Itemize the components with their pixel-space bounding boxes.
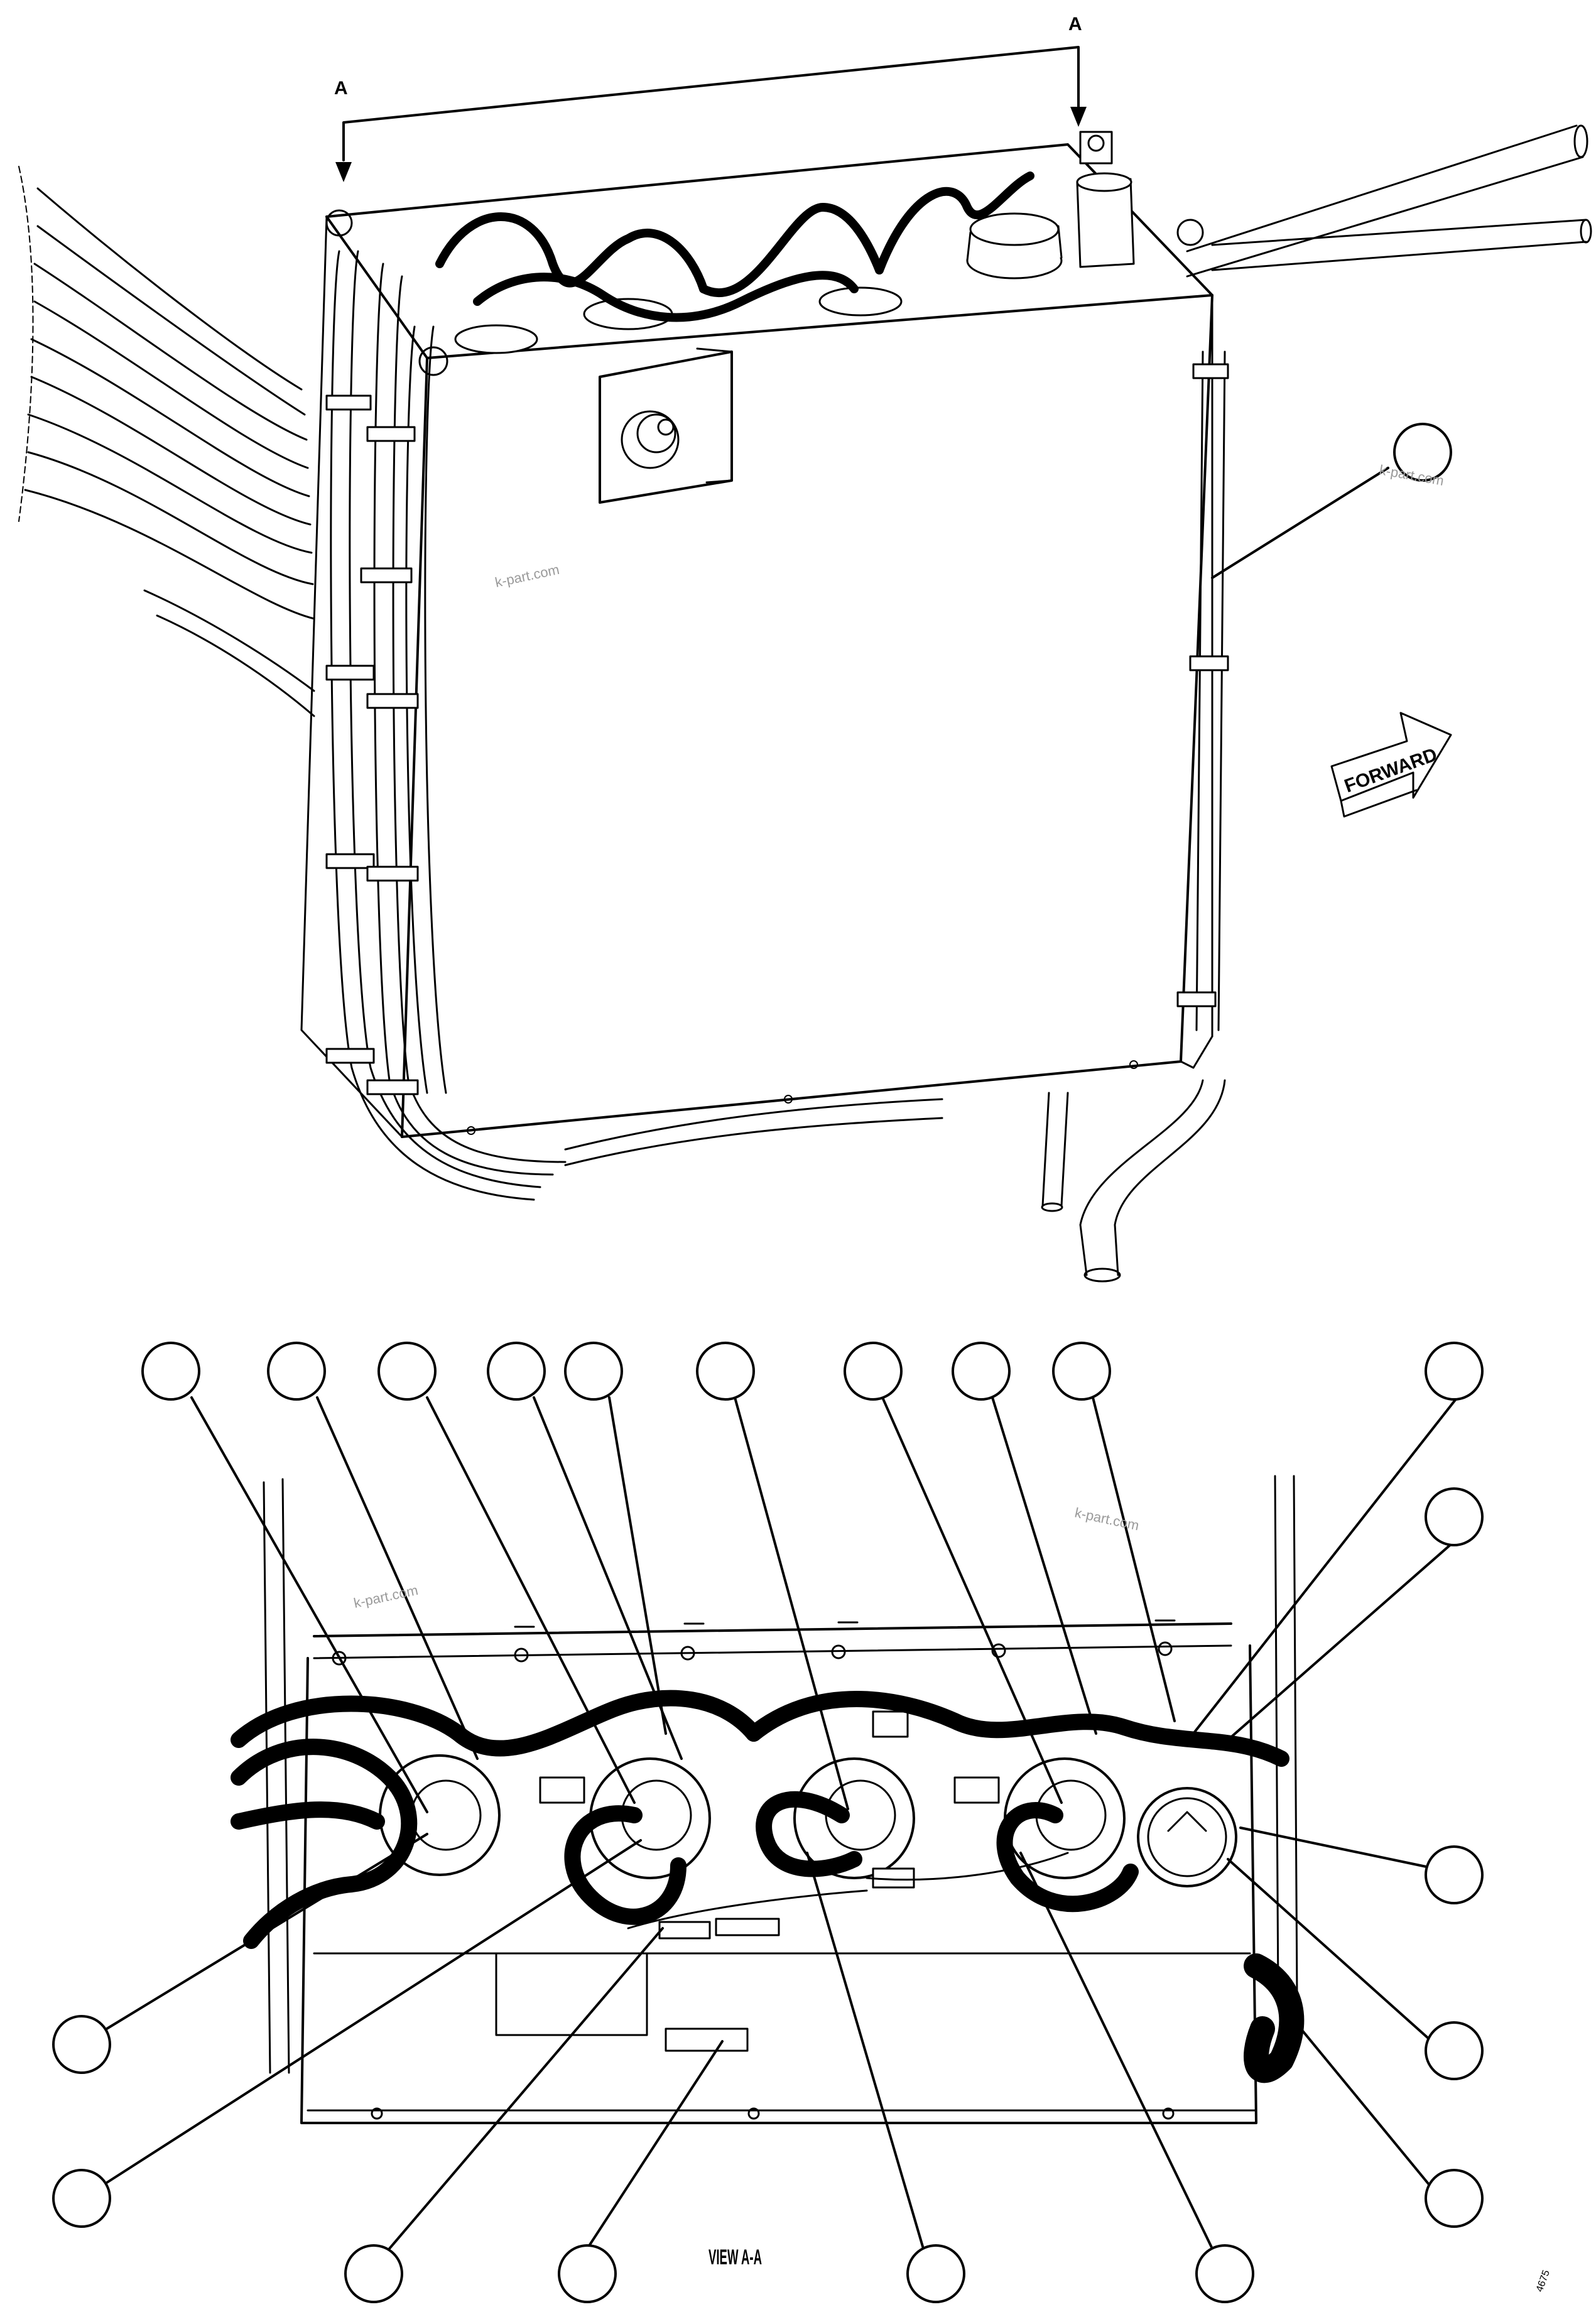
watermark-bottom-2: k-part.com bbox=[1073, 1504, 1141, 1533]
callout-bubble bbox=[564, 1342, 623, 1401]
section-view-a-a: VIEW A-A k-part.com k-part.com 4675 bbox=[52, 1342, 1552, 2303]
callout-top-right bbox=[1211, 423, 1452, 579]
callout-bubble bbox=[1393, 423, 1452, 482]
callout-bubble bbox=[377, 1342, 437, 1401]
callout-leaders bbox=[106, 1396, 1458, 2250]
section-marker-left: A bbox=[334, 78, 348, 99]
callout-bubble bbox=[1052, 1342, 1111, 1401]
hose-lines-section bbox=[231, 1690, 1305, 2083]
top-components bbox=[454, 131, 1135, 354]
callout-bubble bbox=[696, 1342, 755, 1401]
motor-units bbox=[379, 1710, 1237, 2052]
callout-bubble bbox=[344, 2244, 403, 2303]
callout-bubble bbox=[1425, 2169, 1484, 2228]
callout-bubble bbox=[487, 1342, 546, 1401]
callout-bubble bbox=[1195, 2244, 1254, 2303]
callout-bubbles bbox=[52, 1342, 1484, 2303]
callout-bubble bbox=[1425, 1845, 1484, 1904]
callout-bubble bbox=[558, 2244, 617, 2303]
sheet-code: 4675 bbox=[1534, 2269, 1552, 2293]
callout-bubble bbox=[844, 1342, 903, 1401]
hose-lines-top bbox=[435, 124, 1592, 322]
callout-bubble bbox=[52, 2015, 111, 2074]
callout-bubble bbox=[906, 2244, 965, 2303]
connector-bracket bbox=[599, 347, 733, 504]
isometric-view: A A bbox=[18, 14, 1592, 1283]
section-marker-right: A bbox=[1068, 14, 1082, 35]
section-cut-line: A A bbox=[334, 14, 1087, 182]
callout-bubble bbox=[52, 2169, 111, 2228]
callout-bubble bbox=[1425, 2021, 1484, 2080]
callout-bubble bbox=[267, 1342, 326, 1401]
callout-bubble bbox=[952, 1342, 1011, 1401]
hose-lines-left bbox=[325, 250, 567, 1201]
callout-bubble bbox=[1425, 1342, 1484, 1401]
hose-lines-right bbox=[564, 350, 1229, 1283]
callout-bubble bbox=[1425, 1487, 1484, 1546]
wire-bundle-left bbox=[18, 166, 315, 717]
view-caption: VIEW A-A bbox=[708, 2245, 762, 2269]
forward-arrow: FORWARD bbox=[1330, 712, 1452, 818]
callout-bubble bbox=[141, 1342, 200, 1401]
